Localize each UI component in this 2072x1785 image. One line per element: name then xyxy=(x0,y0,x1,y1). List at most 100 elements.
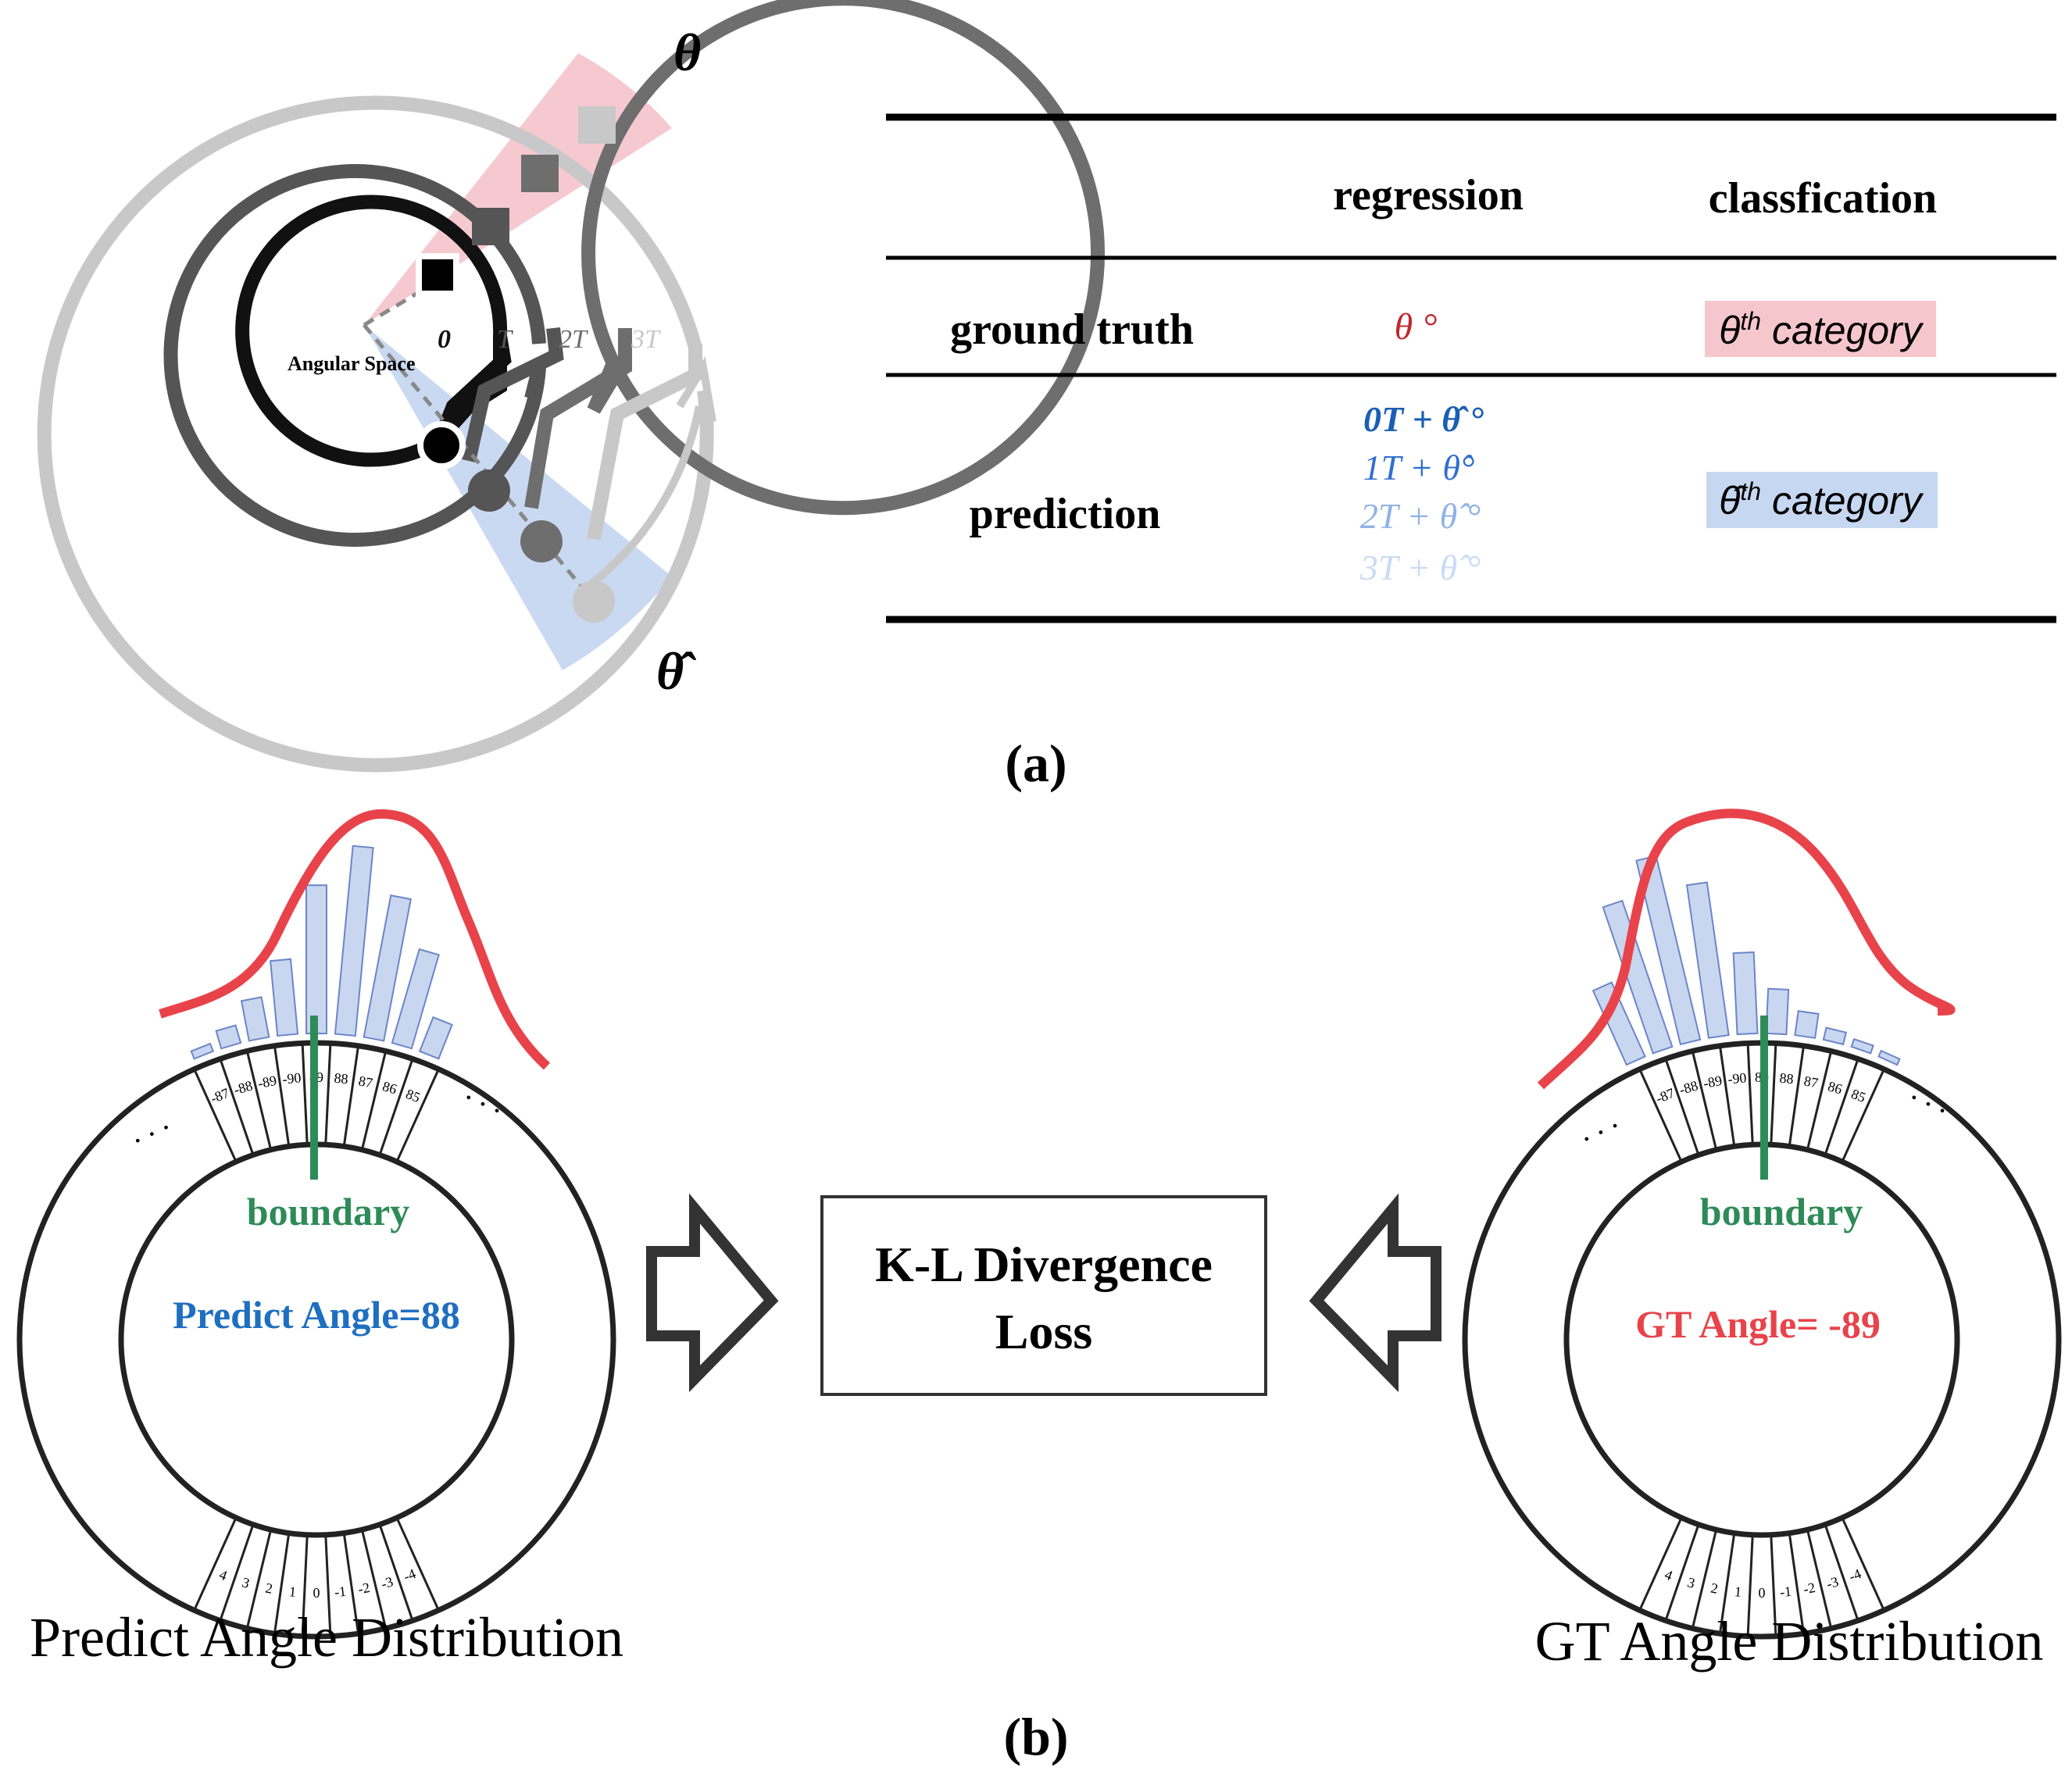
predict-top-tick-label: 85 xyxy=(404,1086,423,1105)
predict-title: Predict Angle Distribution xyxy=(30,1606,623,1669)
predict-bottom-tick-label: -4 xyxy=(402,1565,418,1584)
gt-top-tick-label: -87 xyxy=(1653,1085,1677,1106)
gt-top-tick-divider xyxy=(1746,1043,1754,1145)
predict-bar xyxy=(215,1024,242,1050)
gt-bar xyxy=(1635,855,1702,1046)
gt-top-tick-divider xyxy=(1691,1051,1718,1151)
pred-category-sup: th xyxy=(1740,477,1761,505)
gt-bar xyxy=(1794,1010,1820,1039)
predict-bar xyxy=(190,1042,215,1060)
gt-category: θth category xyxy=(1719,307,1924,352)
predict-bars xyxy=(190,844,453,1060)
gt-regression: θ ° xyxy=(1395,306,1438,348)
gt-bottom-tick-divider xyxy=(1691,1529,1718,1629)
predict-bottom-tick-label: 2 xyxy=(264,1580,274,1597)
predict-top-tick-label: -90 xyxy=(281,1069,302,1087)
header-classification: classfication xyxy=(1709,174,1937,223)
gt-bottom-tick-label: 4 xyxy=(1663,1566,1675,1583)
gt-bar xyxy=(1877,1049,1901,1066)
gt-bar xyxy=(1685,881,1730,1039)
predict-bottom-tick-label: 3 xyxy=(240,1574,251,1591)
predict-bottom-tick-label: -2 xyxy=(356,1580,370,1597)
pred-marker-2 xyxy=(520,520,563,562)
gt-marker-2 xyxy=(521,155,559,192)
predict-top-tick-divider xyxy=(219,1059,255,1155)
angular-space-label: Angular Space xyxy=(288,352,416,375)
predict-bottom-tick-divider xyxy=(324,1534,332,1637)
gt-bottom-tick-label: 0 xyxy=(1759,1585,1766,1601)
gt-top-tick-label: 88 xyxy=(1779,1070,1795,1087)
gt-bar xyxy=(1602,899,1674,1055)
predict-top-tick-label: -89 xyxy=(256,1073,277,1091)
pred-regression-0: 0T + θ̂ ° xyxy=(1363,399,1484,439)
predict-bar xyxy=(363,894,412,1042)
gt-bottom-tick-divider xyxy=(1718,1533,1736,1634)
theta-hat-label: θ̂ xyxy=(656,641,696,701)
caption-b: (b) xyxy=(1003,1707,1068,1766)
gt-bottom-tick-divider xyxy=(1824,1524,1859,1621)
pred-category: θ̂th category xyxy=(1719,477,1924,523)
predict-top-tick-divider xyxy=(193,1069,238,1162)
gt-top-tick-label: 86 xyxy=(1826,1078,1844,1097)
predict-bottom-tick-divider xyxy=(378,1524,414,1621)
gt-category-sup: th xyxy=(1740,307,1761,335)
predict-bottom-tick-divider xyxy=(395,1517,440,1611)
pred-regression-2: 2T + θ̂ ° xyxy=(1360,496,1481,536)
gt-boundary-label: boundary xyxy=(1700,1190,1863,1233)
predict-bar xyxy=(305,884,327,1034)
predict-top-tick-divider xyxy=(245,1051,273,1151)
row-prediction-label: prediction xyxy=(970,490,1161,538)
left-arrow xyxy=(1309,1193,1441,1393)
caption-a: (a) xyxy=(1005,734,1066,793)
predict-bottom-tick-label: -3 xyxy=(379,1573,395,1591)
gt-bars xyxy=(1592,855,1901,1066)
period-label-0: 0 xyxy=(438,325,451,354)
predict-bar xyxy=(391,948,440,1050)
gt-bottom-tick-label: -2 xyxy=(1802,1580,1816,1597)
gt-top-tick-label: 85 xyxy=(1849,1086,1868,1105)
pred-category-text: category xyxy=(1761,479,1924,523)
gt-bottom-tick-label: 2 xyxy=(1709,1580,1720,1597)
spiral-connector-3 xyxy=(524,328,632,509)
gt-category-highlight xyxy=(1705,301,1936,357)
gt-top-tick-label: 87 xyxy=(1802,1073,1819,1091)
gt-marker-3 xyxy=(578,106,616,144)
gt-bar xyxy=(1592,981,1646,1066)
right-arrow xyxy=(646,1193,779,1393)
gt-bottom-tick-label: 3 xyxy=(1685,1574,1696,1591)
predict-gaussian-curve xyxy=(159,809,551,1070)
gt-marker-0 xyxy=(416,253,459,297)
gt-bar xyxy=(1822,1026,1847,1046)
gt-bottom-tick-label: -1 xyxy=(1779,1583,1792,1600)
gt-marker-1 xyxy=(472,208,509,245)
pred-regression-1: 1T + θ̂° xyxy=(1363,448,1475,487)
gt-bar xyxy=(1850,1037,1874,1055)
predict-bar xyxy=(334,844,374,1037)
predict-bottom-tick-label: 0 xyxy=(313,1585,320,1601)
gt-bottom-tick-divider xyxy=(1664,1524,1700,1621)
gt-bottom-tick-label: -3 xyxy=(1824,1573,1840,1591)
predict-bar xyxy=(240,996,270,1042)
period-label-1: T xyxy=(497,325,513,354)
gt-top-tick-divider xyxy=(1824,1059,1859,1155)
gt-bottom-tick-label: 1 xyxy=(1734,1583,1742,1600)
gt-top-tick-divider xyxy=(1788,1045,1806,1147)
predict-boundary-label: boundary xyxy=(247,1190,409,1233)
gt-bar xyxy=(1765,987,1790,1036)
pred-marker-1 xyxy=(468,469,510,512)
gt-top-tick-divider xyxy=(1770,1043,1777,1145)
pred-marker-3 xyxy=(573,580,615,623)
theta-hat-ray xyxy=(363,323,595,603)
predict-bottom-tick-divider xyxy=(301,1534,309,1637)
predict-top-tick-divider xyxy=(342,1045,360,1147)
gt-gaussian-curve xyxy=(1537,809,1956,1090)
predict-angle-label: Predict Angle=88 xyxy=(173,1293,460,1337)
predict-bottom-tick-divider xyxy=(193,1517,238,1611)
predict-bottom-tick-label: 1 xyxy=(288,1583,297,1600)
gt-bottom-tick-divider xyxy=(1638,1517,1683,1611)
